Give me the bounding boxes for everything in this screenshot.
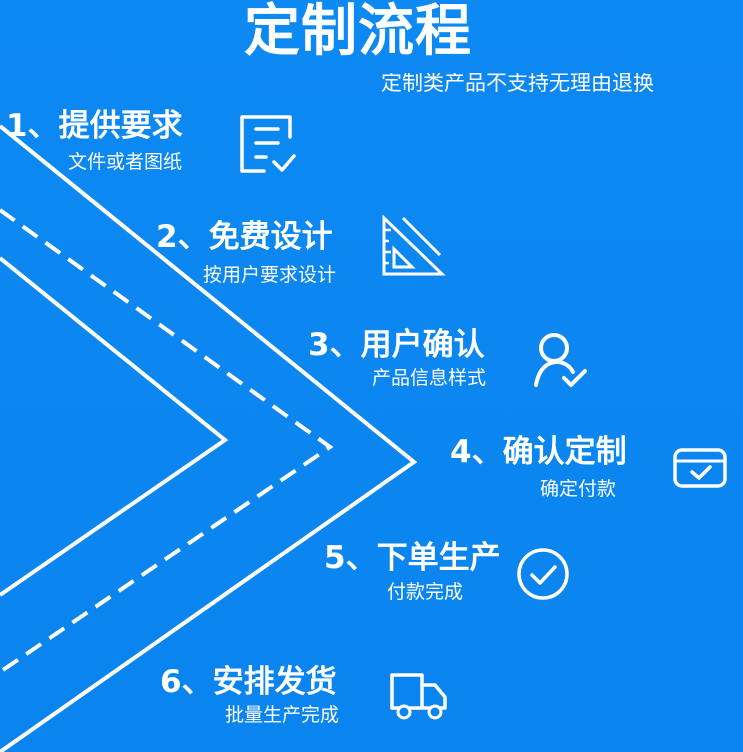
step-3-description: 产品信息样式	[372, 367, 487, 389]
step-6-description: 批量生产完成	[225, 704, 340, 726]
step-2-description: 按用户要求设计	[203, 264, 337, 286]
document-icon	[236, 113, 300, 177]
ruler-triangle-icon	[376, 210, 448, 282]
step-4-description: 确定付款	[540, 478, 617, 500]
page-notice: 定制类产品不支持无理由退换	[381, 73, 654, 94]
step-5-description: 付款完成	[387, 581, 464, 603]
truck-icon	[388, 667, 450, 723]
step-2: 2、免费设计 按用户要求设计	[156, 214, 446, 285]
step-6-title: 6、安排发货	[160, 664, 337, 700]
step-4-title: 4、确认定制	[450, 434, 627, 470]
step-4: 4、确认定制 确定付款	[450, 434, 727, 499]
wallet-check-icon	[672, 444, 728, 490]
page-title: 定制流程	[244, 0, 472, 64]
step-5-title: 5、下单生产	[324, 540, 501, 576]
step-1-description: 文件或者图纸	[68, 151, 183, 173]
step-1: 1、提供要求 文件或者图纸	[6, 108, 296, 173]
check-circle-icon	[514, 545, 572, 603]
step-1-title: 1、提供要求	[6, 108, 183, 144]
step-3: 3、用户确认 产品信息样式	[308, 327, 587, 388]
step-5: 5、下单生产 付款完成	[324, 540, 569, 602]
step-3-title: 3、用户确认	[308, 327, 485, 363]
step-6: 6、安排发货 批量生产完成	[160, 664, 447, 725]
step-2-title: 2、免费设计	[156, 219, 333, 255]
user-check-icon	[533, 331, 595, 393]
